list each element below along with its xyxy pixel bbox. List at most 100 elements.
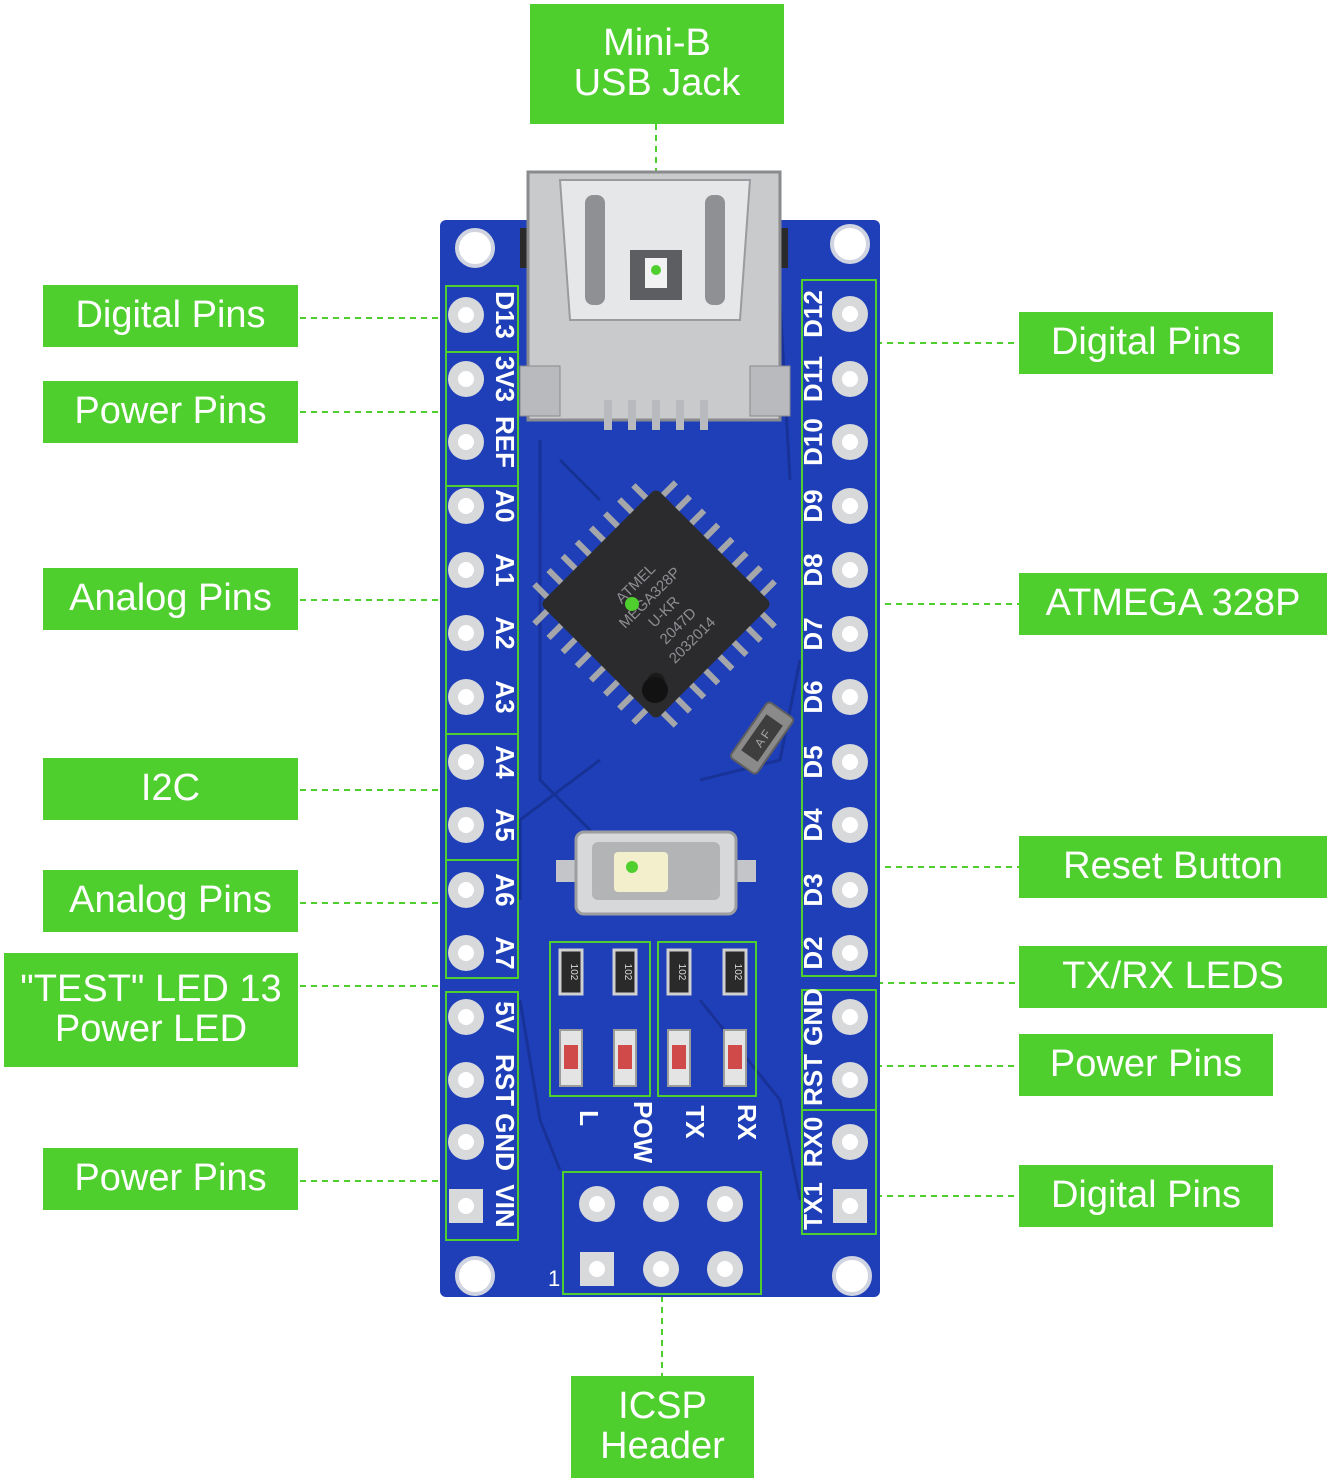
resistor-mark: 102 [568,964,579,981]
right-pin-d3-hole [842,882,858,898]
right-pin-rx0-label: RX0 [798,1117,828,1168]
right-pin-d6-hole [842,689,858,705]
right-digital-pins-top-label: Digital Pins [1019,312,1273,374]
right-pin-d8-label: D8 [798,553,828,586]
left-pin-a3-label: A3 [490,680,520,713]
right-pin-d7-label: D7 [798,617,828,650]
header-pins [448,296,868,1223]
crystal: A F [729,701,795,775]
left-pin-gnd-hole [458,1134,474,1150]
left-pin-d13-label: D13 [490,291,520,339]
right-pin-tx1-label: TX1 [798,1182,828,1230]
left-digital-pins-label: Digital Pins [43,285,298,347]
left-pin-a6-hole [458,882,474,898]
left-power-pins-bottom-label: Power Pins [43,1148,298,1210]
usb-jack-label-line2: USB Jack [573,62,741,104]
led-silkscreen: L POW TX RX [574,1101,762,1164]
left-pin-a1-label: A1 [490,553,520,586]
left-pin-a4-label: A4 [490,745,520,779]
right-pin-d8-hole [842,562,858,578]
left-pin-a5-hole [458,817,474,833]
left-pin-3v3-hole [458,371,474,387]
left-pin-a0-hole [458,498,474,514]
right-pin-tx1-hole [842,1198,858,1214]
icsp-label-line1: ICSP [618,1385,707,1428]
icsp-header [562,1171,762,1295]
right-pin-d5-hole [842,754,858,770]
chip-via [642,677,668,703]
left-pin-a0-label: A0 [490,489,520,522]
mounting-holes [455,224,872,1296]
resistor-mark: 102 [676,964,687,981]
left-pin-a5-label: A5 [490,808,520,841]
right-pin-d11-hole [842,371,858,387]
left-pin-ref-hole [458,434,474,450]
leader-lines [300,124,1020,1376]
right-pin-rst-hole [842,1072,858,1088]
right-pin-gnd-label: GND [798,988,828,1046]
left-pin-vin-label: VIN [490,1184,520,1227]
left-pin-5v-label: 5V [490,1001,520,1033]
right-pin-rst-label: RST [798,1054,828,1106]
right-pin-d3-label: D3 [798,873,828,906]
left-pin-a2-label: A2 [490,616,520,649]
left-pin-vin-hole [458,1198,474,1214]
right-pin-gnd-hole [842,1009,858,1025]
left-pin-a4-hole [458,754,474,770]
resistor-mark: 102 [732,964,743,981]
left-power-pins-top-label: Power Pins [43,381,298,443]
left-pin-d13-hole [458,307,474,323]
left-pin-a3-hole [458,689,474,705]
reset-button-label: Reset Button [1019,836,1327,898]
i2c-label: I2C [43,758,298,820]
right-digital-pins-bottom-label: Digital Pins [1019,1165,1273,1227]
right-pin-d12-label: D12 [798,290,828,338]
left-pin-rst-hole [458,1072,474,1088]
atmega-chip [532,480,777,728]
left-pin-a1-hole [458,562,474,578]
resistor-marks: 102 102 102 102 [568,964,743,981]
right-pin-d2-label: D2 [798,936,828,969]
resistors [558,948,748,996]
left-analog-pins-bottom-label: Analog Pins [43,870,298,932]
icsp-pin1-mark: 1 [548,1266,560,1291]
usb-jack [519,170,791,430]
pin-silkscreen: D133V3REFA0A1A2A3A4A5A6A75VRSTGNDVIND12D… [490,290,828,1230]
left-pin-a2-hole [458,625,474,641]
left-pin-a6-label: A6 [490,873,520,906]
pin-group-boxes [445,279,877,1241]
smd-leds [559,1029,747,1087]
right-pin-d4-hole [842,817,858,833]
right-pin-d2-hole [842,945,858,961]
usb-marker-dot [651,265,661,275]
left-pin-a7-hole [458,945,474,961]
right-pin-d12-hole [842,306,858,322]
right-pin-d9-label: D9 [798,489,828,522]
led-label: TX [680,1105,710,1139]
led-label: POW [628,1101,658,1164]
txrx-leds-label: TX/RX LEDS [1019,946,1327,1008]
test-led-label-line2: Power LED [54,1008,248,1050]
left-pin-gnd-label: GND [490,1113,520,1171]
led-label: L [574,1110,604,1126]
right-pin-d4-label: D4 [798,808,828,842]
right-pin-d11-label: D11 [798,356,828,402]
icsp-label-line2: Header [600,1425,725,1467]
usb-jack-label-line1: Mini-B [603,22,711,65]
left-pin-rst-label: RST [490,1054,520,1106]
right-pin-rx0-hole [842,1134,858,1150]
left-pin-5v-hole [458,1009,474,1025]
right-pin-d9-hole [842,498,858,514]
right-pin-d7-hole [842,626,858,642]
left-pin-ref-label: REF [490,416,520,468]
left-pin-a7-label: A7 [490,936,520,969]
left-analog-pins-top-label: Analog Pins [43,568,298,630]
right-pin-d10-label: D10 [798,418,828,466]
right-pin-d6-label: D6 [798,680,828,713]
test-led-label-line1: "TEST" LED 13 [20,968,282,1011]
